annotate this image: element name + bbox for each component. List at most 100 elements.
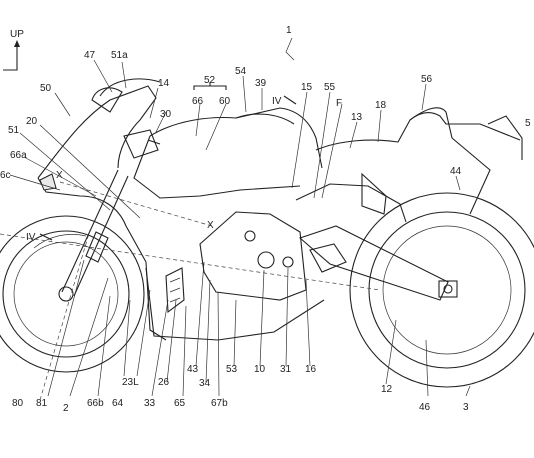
leader-line xyxy=(313,91,331,199)
leader-line xyxy=(285,37,295,61)
callout-30: 30 xyxy=(160,109,172,120)
vent-slats xyxy=(169,277,181,303)
rear-axle xyxy=(443,284,453,294)
swingarm-body xyxy=(298,225,449,301)
callout-31: 31 xyxy=(280,364,292,375)
callout-33: 33 xyxy=(144,398,156,409)
rear-tire-inner xyxy=(368,211,526,369)
bracket-52 xyxy=(193,82,227,90)
callout-39: 39 xyxy=(255,78,267,89)
leader-line xyxy=(136,289,151,377)
callout-47: 47 xyxy=(84,50,96,61)
leader-line xyxy=(425,339,429,397)
iv-arrow-lower xyxy=(39,233,53,241)
front-fender xyxy=(33,234,87,249)
leader-line xyxy=(195,103,201,137)
leader-line xyxy=(321,103,343,199)
callout-23l: 23L xyxy=(122,377,139,388)
callout-54: 54 xyxy=(235,66,247,77)
leader-line xyxy=(285,267,289,367)
grip xyxy=(147,139,161,145)
up-label: UP xyxy=(10,29,24,40)
callout-66a: 66a xyxy=(10,150,27,161)
leader-line xyxy=(205,279,211,383)
mark-x-lower: X xyxy=(207,220,214,231)
seat xyxy=(315,107,453,151)
leader-line xyxy=(291,91,308,189)
leader-line xyxy=(47,259,85,397)
front-fork xyxy=(61,169,129,297)
fork-tube-b xyxy=(73,175,129,297)
leader-line xyxy=(259,269,265,367)
callout-13: 13 xyxy=(351,112,363,123)
callout-20: 20 xyxy=(26,116,38,127)
rear-tire-outer xyxy=(349,192,534,388)
shock xyxy=(361,172,387,215)
label-60: 60 xyxy=(219,96,231,107)
pivot-a xyxy=(257,251,275,269)
engine xyxy=(145,183,407,341)
callout-43: 43 xyxy=(187,364,199,375)
mark-iv-lower: IV xyxy=(26,232,36,243)
callout-12: 12 xyxy=(381,384,393,395)
pivot-b xyxy=(282,256,294,268)
leader-line xyxy=(19,132,111,211)
callout-14: 14 xyxy=(158,78,170,89)
leader-line xyxy=(195,261,205,367)
leader-line xyxy=(149,87,159,119)
section-lines xyxy=(0,181,381,401)
leader-line xyxy=(385,319,397,385)
pivot-c xyxy=(244,230,256,242)
swingarm-pivot xyxy=(309,243,347,273)
rear-light xyxy=(487,115,523,160)
leader-line xyxy=(9,174,61,191)
callout-67b: 67b xyxy=(211,398,228,409)
callout-53: 53 xyxy=(226,364,238,375)
tail xyxy=(409,111,521,141)
callout-5: 5 xyxy=(525,118,531,129)
section-line-x xyxy=(59,181,213,227)
front-rim xyxy=(13,241,119,347)
callout-3: 3 xyxy=(463,402,469,413)
leader-lines xyxy=(9,37,471,397)
undercowl xyxy=(145,267,325,341)
label-52: 52 xyxy=(204,75,216,86)
frame-spar xyxy=(295,183,407,223)
iv-arrow-upper xyxy=(283,95,297,105)
leader-line xyxy=(69,277,109,397)
callout-1: 1 xyxy=(286,25,292,36)
rear-rim xyxy=(382,225,512,355)
callout-65: 65 xyxy=(174,398,186,409)
section-line-iv xyxy=(0,233,381,291)
callout-labels: 1 47 51a 50 14 30 54 39 15 55 56 18 13 5… xyxy=(0,25,531,414)
leader-line xyxy=(182,305,187,397)
leader-line xyxy=(455,175,461,191)
leader-line xyxy=(349,121,358,149)
callout-34: 34 xyxy=(199,378,211,389)
callout-50: 50 xyxy=(40,83,52,94)
leader-line xyxy=(23,156,97,197)
callout-16: 16 xyxy=(305,364,317,375)
callout-18: 18 xyxy=(375,100,387,111)
engine-case xyxy=(199,211,307,301)
leader-line xyxy=(121,61,127,89)
callout-2: 2 xyxy=(63,403,69,414)
up-arrow-line xyxy=(3,44,18,71)
fork-bracket xyxy=(85,231,109,263)
swingarm xyxy=(298,172,449,301)
leader-line xyxy=(93,59,113,93)
callout-66b: 66b xyxy=(87,398,104,409)
side-vent xyxy=(165,267,185,314)
leader-line xyxy=(233,299,237,367)
mark-iv-upper: IV xyxy=(272,96,282,107)
callout-46: 46 xyxy=(419,402,431,413)
callout-64: 64 xyxy=(112,398,124,409)
callout-81: 81 xyxy=(36,398,48,409)
mirror xyxy=(91,87,123,113)
leader-line xyxy=(97,295,111,397)
callout-10: 10 xyxy=(254,364,266,375)
callout-6c: 6c xyxy=(0,170,11,181)
label-66: 66 xyxy=(192,96,204,107)
front-tire-outer xyxy=(0,215,145,373)
